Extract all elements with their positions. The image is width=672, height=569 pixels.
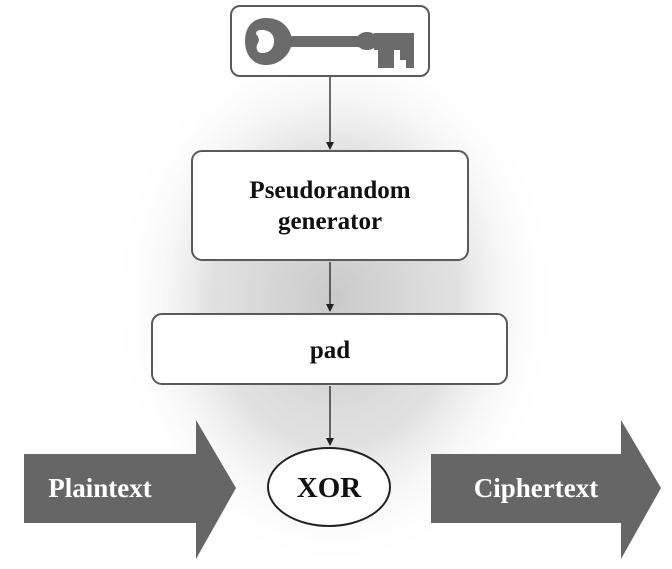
generator-label-line2: generator bbox=[278, 208, 382, 235]
key-node bbox=[230, 5, 430, 77]
generator-node: Pseudorandom generator bbox=[191, 150, 469, 261]
ciphertext-label: Ciphertext bbox=[474, 473, 598, 503]
xor-ellipse bbox=[267, 447, 391, 527]
plaintext-arrow: Plaintext bbox=[24, 420, 236, 559]
pad-box bbox=[151, 313, 508, 385]
generator-label-line1: Pseudorandom bbox=[249, 177, 410, 204]
ciphertext-arrow: Ciphertext bbox=[431, 420, 661, 559]
key-icon bbox=[245, 18, 414, 68]
pad-label: pad bbox=[310, 337, 350, 364]
generator-box bbox=[191, 150, 469, 261]
plaintext-label: Plaintext bbox=[48, 473, 151, 503]
xor-label: XOR bbox=[297, 472, 363, 504]
ciphertext-arrow-shape bbox=[431, 420, 661, 559]
xor-node: XOR bbox=[267, 447, 391, 527]
plaintext-arrow-shape bbox=[24, 420, 236, 559]
pad-node: pad bbox=[151, 313, 508, 385]
